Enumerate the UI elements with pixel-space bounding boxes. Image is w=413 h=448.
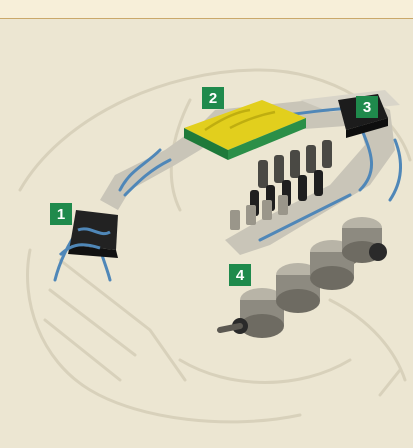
callout-2: 2: [202, 87, 224, 109]
ignition-coils: [230, 140, 332, 230]
callout-3-label: 3: [362, 98, 372, 116]
callout-3: 3: [356, 96, 378, 118]
crankshaft-icon: [217, 217, 387, 338]
top-band: [0, 0, 413, 19]
callout-4-label: 4: [235, 266, 245, 284]
callout-1-label: 1: [56, 205, 66, 223]
callout-4: 4: [229, 264, 251, 286]
callout-2-label: 2: [208, 89, 218, 107]
callout-1: 1: [50, 203, 72, 225]
car-outline-sketch: [18, 68, 412, 424]
ecu-module-icon: [58, 210, 118, 258]
control-unit-icon: [184, 100, 306, 160]
